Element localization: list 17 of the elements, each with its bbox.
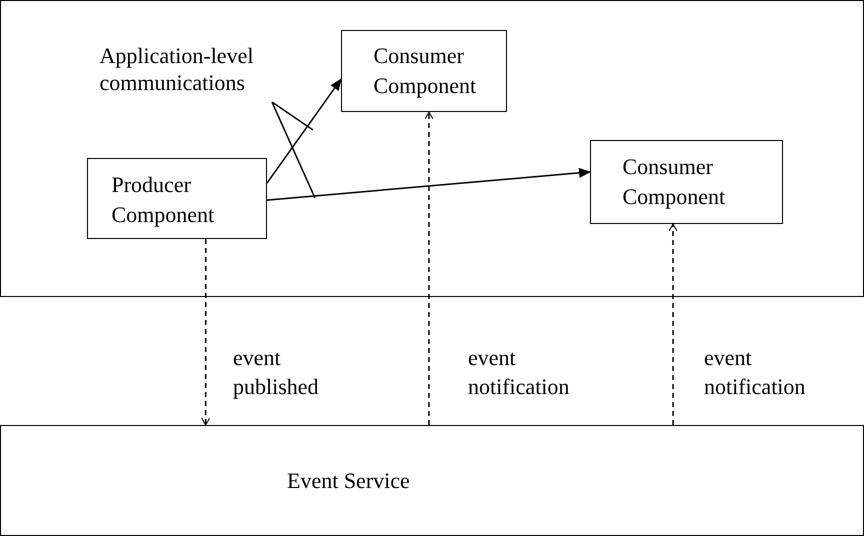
callout-text: Application-level communications (100, 42, 290, 102)
arrow (266, 78, 342, 184)
process-box (590, 140, 782, 224)
node-label: Event Service (287, 466, 410, 494)
node-label: Consumer Component (374, 42, 478, 100)
dashed-arrow (201, 239, 210, 426)
dashed-arrow (424, 112, 434, 425)
leader-line (271, 102, 316, 198)
arrow (266, 168, 591, 201)
process-box (340, 30, 506, 112)
process-box (86, 158, 266, 238)
container-box (0, 0, 864, 297)
process-box (0, 425, 864, 536)
leader-line (272, 101, 314, 131)
dashed-arrow (668, 224, 678, 425)
node-label: Consumer Component (622, 152, 726, 211)
node-label: Producer Component (112, 171, 216, 229)
